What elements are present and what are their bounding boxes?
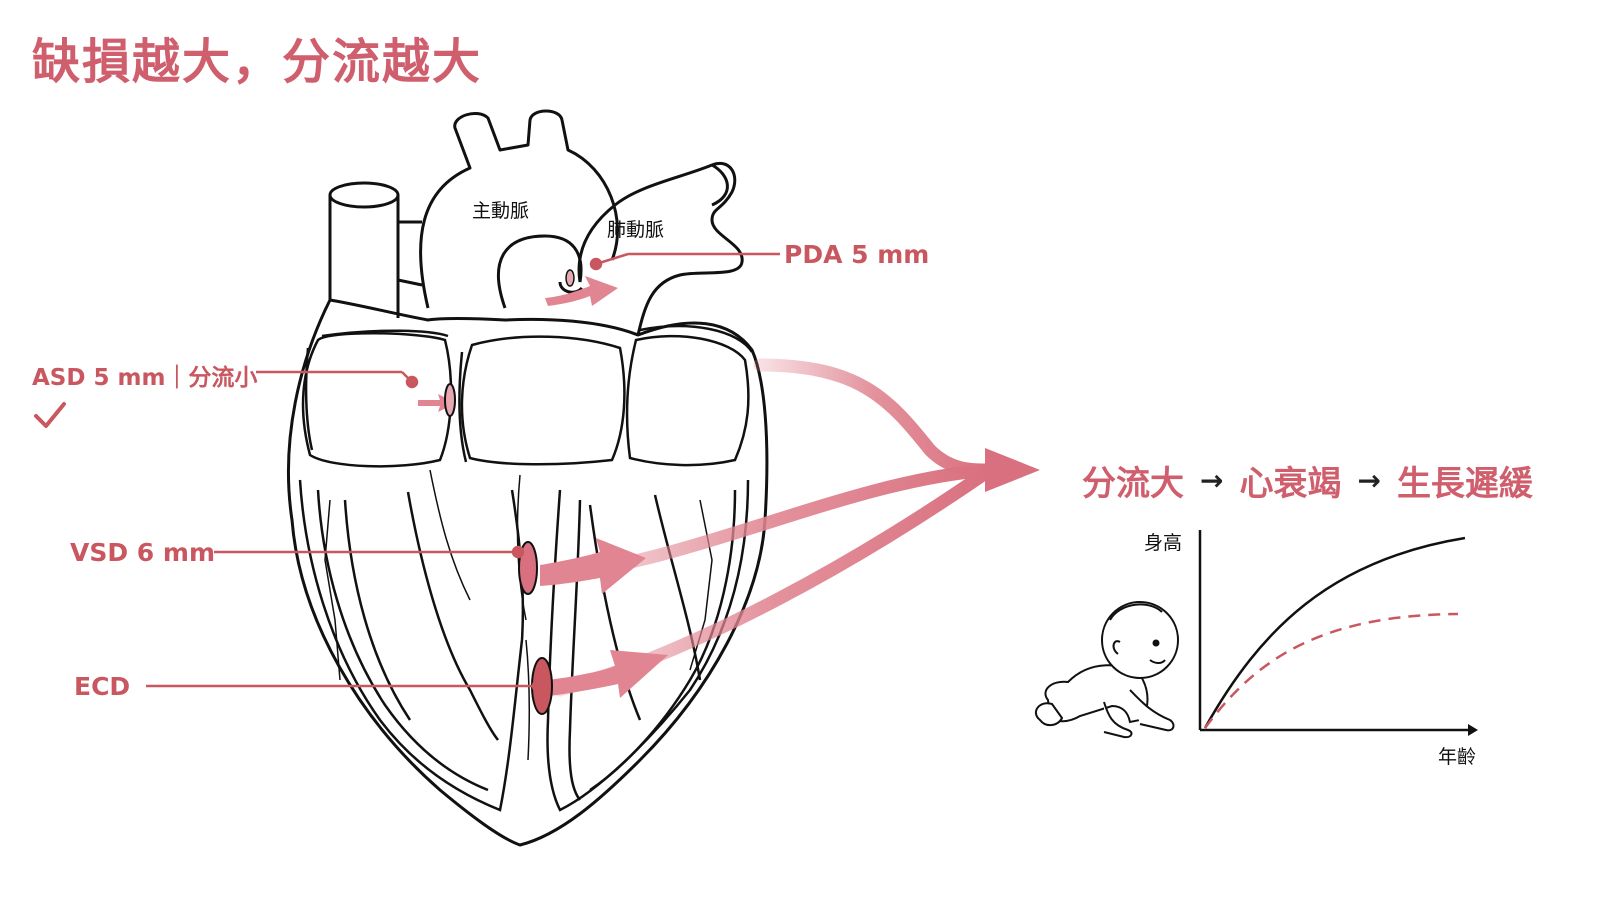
arrow-right-icon: →	[1357, 464, 1381, 497]
outcome-step-growth-delay: 生長遲緩	[1396, 464, 1533, 504]
baby-icon	[1034, 601, 1179, 739]
ecd-label: ECD	[74, 672, 131, 701]
pda-label: PDA 5 mm	[784, 240, 930, 269]
outcome-step-heart-failure: 心衰竭	[1239, 464, 1342, 504]
chart-y-label: 身高	[1144, 532, 1183, 554]
outcome-step-shunt: 分流大	[1082, 464, 1184, 504]
outcome-chain: 分流大 → 心衰竭 → 生長遲緩	[1082, 456, 1533, 505]
chart-x-label: 年齡	[1438, 746, 1477, 768]
pulmonary-artery-label: 肺動脈	[607, 219, 665, 241]
page-title: 缺損越大，分流越大	[32, 34, 483, 90]
growth-chart	[1198, 530, 1478, 736]
asd-label: ASD 5 mm｜分流小	[32, 365, 258, 391]
check-icon	[34, 402, 66, 428]
aorta-label: 主動脈	[472, 200, 530, 222]
arrow-right-icon: →	[1200, 464, 1224, 497]
vsd-label: VSD 6 mm	[70, 538, 216, 567]
